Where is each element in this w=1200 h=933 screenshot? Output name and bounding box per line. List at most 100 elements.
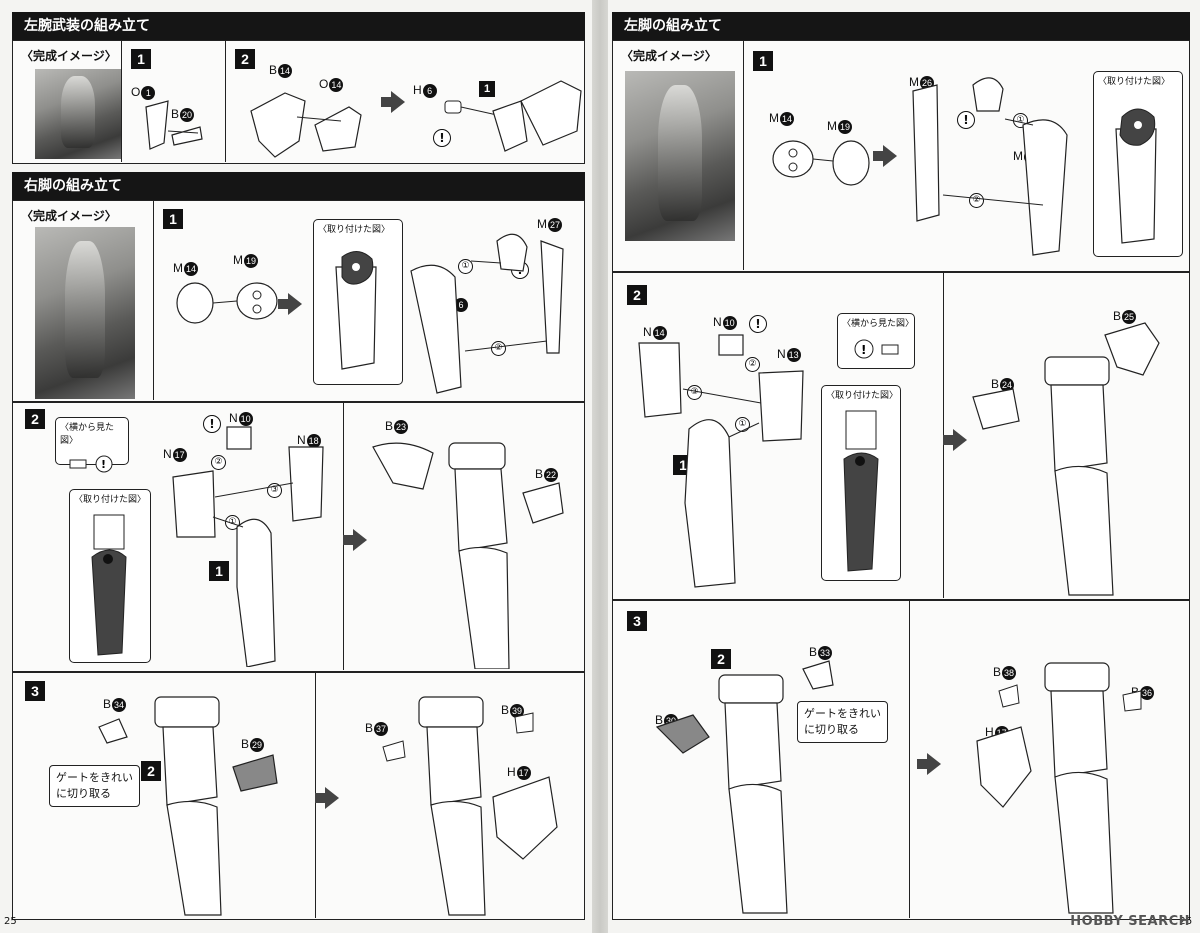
attached-view-illustration	[335, 251, 377, 370]
next-arrow	[943, 429, 967, 451]
gate-cut-note: ゲートをきれいに切り取る	[49, 765, 140, 807]
leg-armor-illustration	[972, 322, 1160, 596]
attached-view-callout: 〈取り付けた図〉	[313, 219, 403, 385]
section-title-left-leg: 左脚の組み立て	[612, 12, 1190, 40]
warning-icon: !	[433, 129, 451, 147]
step-number: 2	[627, 285, 647, 305]
step-number: 2	[25, 409, 45, 429]
joint-parts-illustration	[176, 282, 278, 324]
side-view-title: 〈横から見た図〉	[842, 319, 915, 329]
section-title-right-leg: 右脚の組み立て	[12, 172, 585, 200]
order-marker: ②	[211, 455, 226, 470]
left-leg-step1-panel: 〈完成イメージ〉 1 M14 M19 M26 M5 ! ① ② 〈取り付けた図〉	[612, 40, 1190, 272]
attached-view-title: 〈取り付けた図〉	[318, 225, 391, 235]
attached-view-callout: 〈取り付けた図〉	[1093, 71, 1183, 257]
leg-assembly-illustration	[655, 660, 834, 914]
order-marker: ①	[225, 515, 240, 530]
step-number: 1	[131, 49, 151, 69]
step-reference: 1	[479, 81, 495, 97]
next-arrow	[917, 753, 941, 775]
section-title-left-arm: 左腕武装の組み立て	[12, 12, 585, 40]
side-view-illustration: !	[69, 455, 113, 473]
right-leg-step1-panel: 〈完成イメージ〉 1 M14 M19 〈取り付けた図〉 M27 M6 ① ② !	[12, 200, 585, 402]
next-arrow	[381, 91, 405, 113]
step-number: 3	[627, 611, 647, 631]
book-spine	[592, 0, 608, 933]
step-number: 1	[163, 209, 183, 229]
leg-assembly-illustration	[98, 696, 278, 916]
completed-image-label: 〈完成イメージ〉	[621, 49, 717, 63]
step-reference: 2	[711, 649, 731, 669]
arm-part-illustration	[145, 100, 203, 150]
page-number: 26	[1179, 916, 1192, 927]
warning-icon: !	[957, 111, 975, 129]
arm-assembly-illustration	[444, 80, 582, 152]
leg-finished-illustration	[976, 662, 1142, 914]
attached-view-title: 〈取り付けた図〉	[74, 495, 147, 505]
attached-view-title: 〈取り付けた図〉	[1098, 77, 1171, 87]
completed-image-photo	[35, 227, 135, 399]
watermark-text: HOBBY SEARCH	[1070, 914, 1190, 929]
joint-parts-illustration	[772, 140, 870, 186]
right-page: 左脚の組み立て 〈完成イメージ〉 1 M14 M19 M26 M5 ! ① ② …	[608, 0, 1200, 933]
side-view-title: 〈横から見た図〉	[60, 423, 115, 446]
attached-view-illustration	[91, 514, 127, 656]
attached-view-callout: 〈取り付けた図〉	[69, 489, 151, 663]
step-number: 3	[25, 681, 45, 701]
completed-image-label: 〈完成イメージ〉	[21, 209, 117, 223]
order-marker: ①	[458, 259, 473, 274]
next-arrow	[343, 529, 367, 551]
step-number: 1	[753, 51, 773, 71]
leg-finished-illustration	[382, 696, 558, 916]
gate-cut-note: ゲートをきれいに切り取る	[797, 701, 888, 743]
side-view-callout: 〈横から見た図〉 !	[55, 417, 129, 473]
step-number: 2	[235, 49, 255, 69]
knee-assembly-illustration	[638, 334, 804, 588]
order-marker: ①	[735, 417, 750, 432]
attached-view-illustration	[843, 410, 879, 572]
step-reference: 2	[141, 761, 161, 781]
attached-view-illustration	[1115, 108, 1157, 244]
step-reference: 1	[209, 561, 229, 581]
completed-image-photo	[35, 69, 121, 159]
side-view-illustration: !	[854, 339, 899, 359]
warning-icon: !	[203, 415, 221, 433]
knee-assembly-illustration	[172, 426, 324, 667]
completed-image-label: 〈完成イメージ〉	[21, 49, 117, 63]
leg-parts-illustration	[410, 233, 564, 394]
attached-view-callout: 〈取り付けた図〉	[821, 385, 901, 581]
leg-armor-illustration	[372, 442, 564, 669]
leg-parts-illustration	[912, 77, 1068, 256]
warning-icon: !	[749, 315, 767, 333]
next-arrow	[278, 293, 302, 315]
svg-text:!: !	[861, 343, 866, 357]
arm-armor-illustration	[250, 92, 362, 158]
completed-image-photo	[625, 71, 735, 241]
page-number: 25	[4, 916, 17, 927]
next-arrow	[873, 145, 897, 167]
